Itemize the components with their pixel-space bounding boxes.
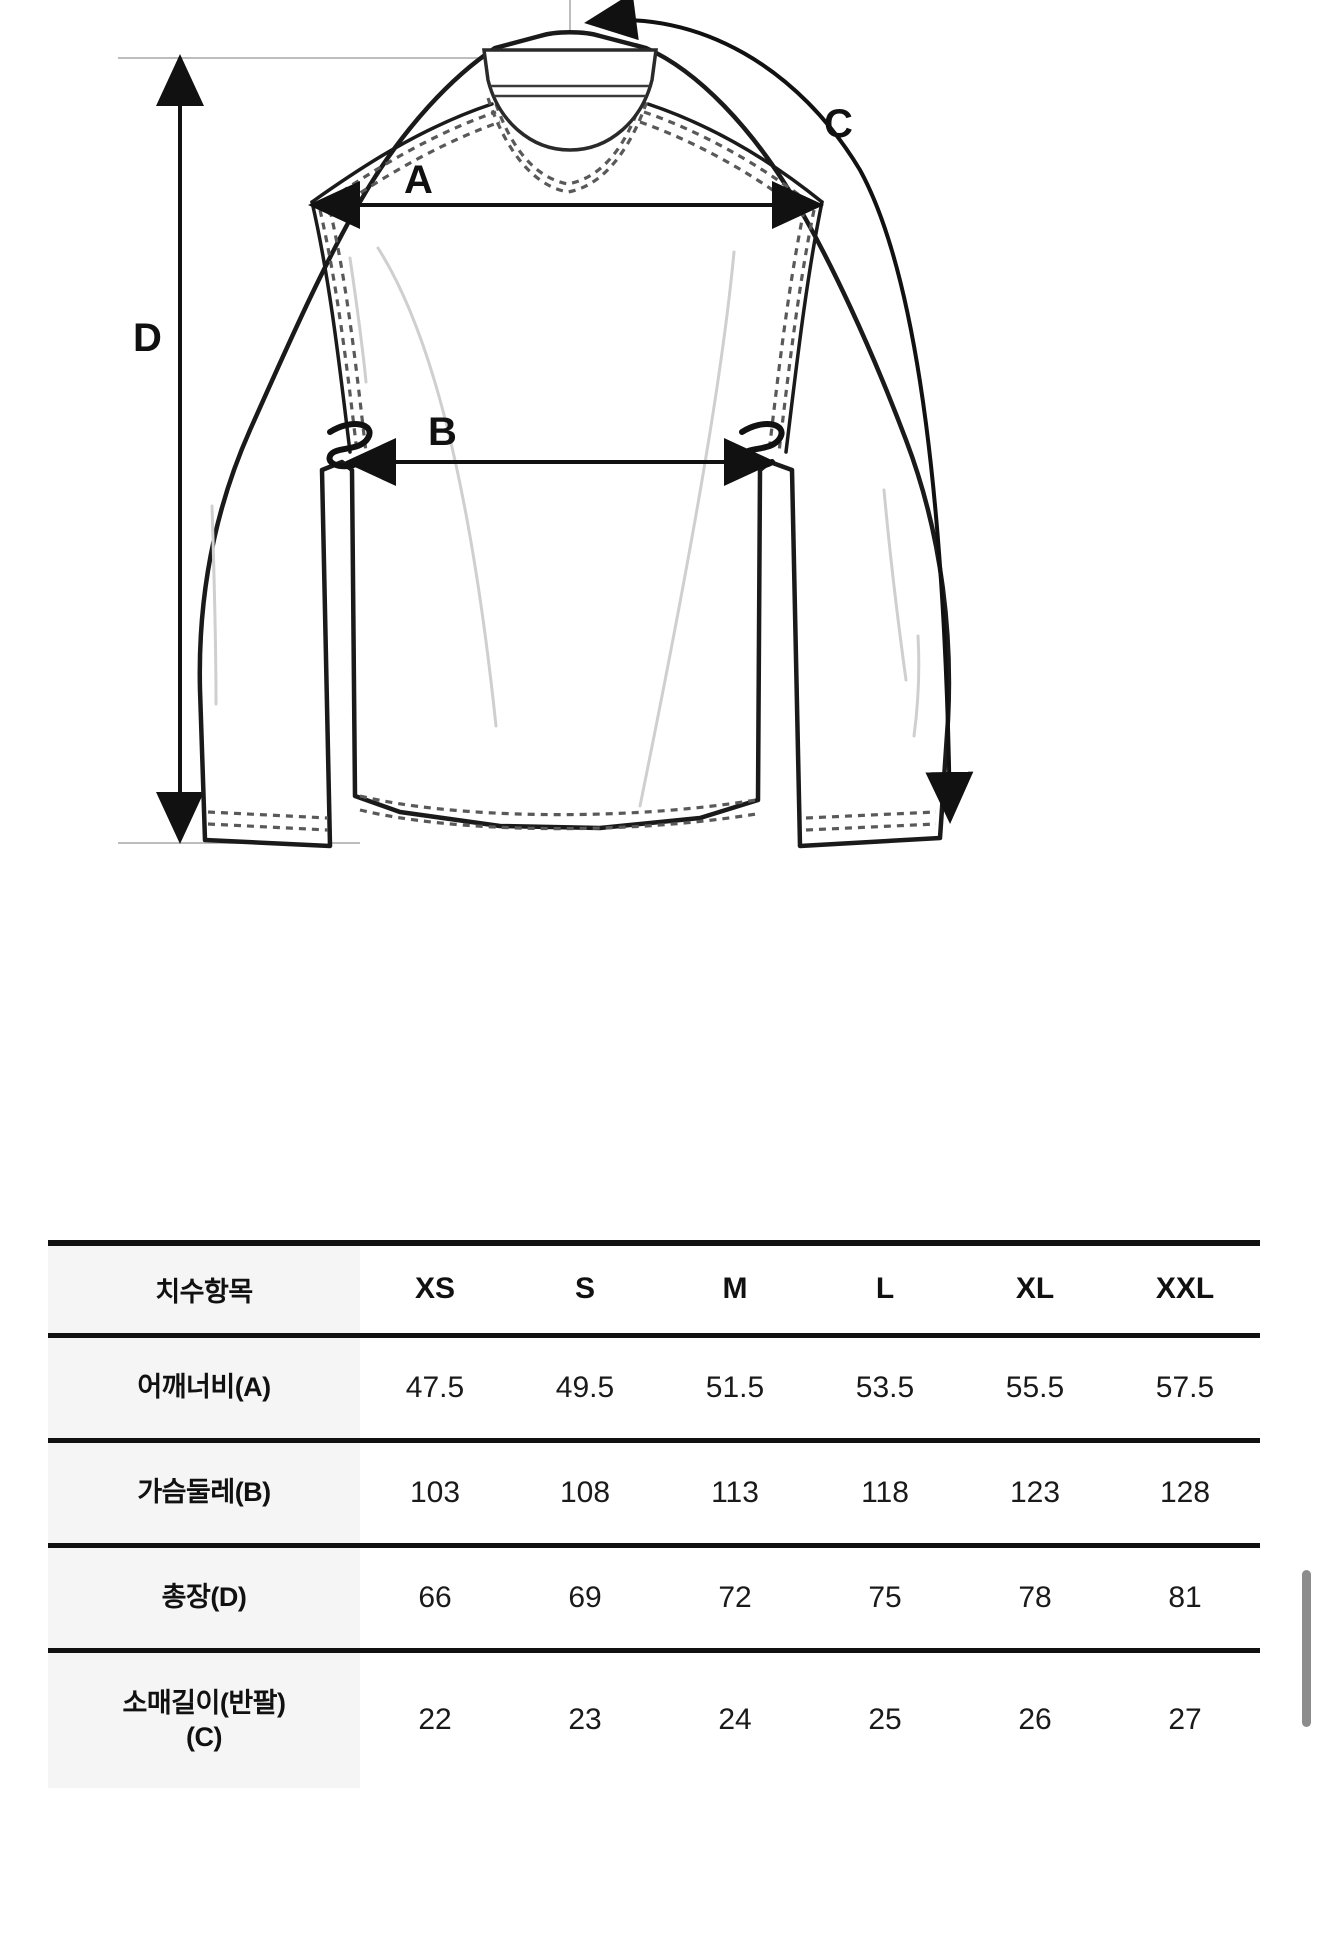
size-chart-table-wrap: 치수항목 XS S M L XL XXL 어깨너비(A) 47.5 49.5 5… bbox=[48, 1240, 1260, 1788]
cell-sleeve-s: 23 bbox=[510, 1650, 660, 1788]
header-size-m: M bbox=[660, 1243, 810, 1335]
cell-chest-xl: 123 bbox=[960, 1440, 1110, 1545]
cell-shoulder-m: 51.5 bbox=[660, 1335, 810, 1440]
cell-shoulder-xl: 55.5 bbox=[960, 1335, 1110, 1440]
cell-length-l: 75 bbox=[810, 1545, 960, 1650]
table-row: 소매길이(반팔) (C) 22 23 24 25 26 27 bbox=[48, 1650, 1260, 1788]
row-label-shoulder: 어깨너비(A) bbox=[48, 1335, 360, 1440]
cell-shoulder-s: 49.5 bbox=[510, 1335, 660, 1440]
header-measure-item: 치수항목 bbox=[48, 1243, 360, 1335]
cell-sleeve-l: 25 bbox=[810, 1650, 960, 1788]
cell-length-xl: 78 bbox=[960, 1545, 1110, 1650]
dimension-label-b: B bbox=[428, 410, 457, 454]
cell-chest-xxl: 128 bbox=[1110, 1440, 1260, 1545]
header-size-xs: XS bbox=[360, 1243, 510, 1335]
garment-outline bbox=[197, 30, 952, 849]
garment-diagram-svg bbox=[118, 0, 974, 849]
row-label-sleeve: 소매길이(반팔) (C) bbox=[48, 1650, 360, 1788]
cell-length-m: 72 bbox=[660, 1545, 810, 1650]
table-row: 가슴둘레(B) 103 108 113 118 123 128 bbox=[48, 1440, 1260, 1545]
header-size-s: S bbox=[510, 1243, 660, 1335]
cell-shoulder-l: 53.5 bbox=[810, 1335, 960, 1440]
header-size-xl: XL bbox=[960, 1243, 1110, 1335]
row-label-sleeve-line1: 소매길이(반팔) bbox=[122, 1687, 286, 1718]
table-row: 어깨너비(A) 47.5 49.5 51.5 53.5 55.5 57.5 bbox=[48, 1335, 1260, 1440]
dimension-c bbox=[584, 0, 974, 824]
row-label-length: 총장(D) bbox=[48, 1545, 360, 1650]
cell-sleeve-xxl: 27 bbox=[1110, 1650, 1260, 1788]
cell-sleeve-xl: 26 bbox=[960, 1650, 1110, 1788]
cell-chest-m: 113 bbox=[660, 1440, 810, 1545]
cell-sleeve-xs: 22 bbox=[360, 1650, 510, 1788]
cell-sleeve-m: 24 bbox=[660, 1650, 810, 1788]
cell-shoulder-xxl: 57.5 bbox=[1110, 1335, 1260, 1440]
header-size-xxl: XXL bbox=[1110, 1243, 1260, 1335]
row-label-chest: 가슴둘레(B) bbox=[48, 1440, 360, 1545]
cell-chest-s: 108 bbox=[510, 1440, 660, 1545]
row-label-sleeve-line2: (C) bbox=[186, 1722, 222, 1753]
garment-diagram: A B C D bbox=[118, 0, 974, 849]
cell-length-s: 69 bbox=[510, 1545, 660, 1650]
header-size-l: L bbox=[810, 1243, 960, 1335]
dimension-label-a: A bbox=[404, 158, 433, 202]
size-chart-table: 치수항목 XS S M L XL XXL 어깨너비(A) 47.5 49.5 5… bbox=[48, 1240, 1260, 1788]
cell-chest-l: 118 bbox=[810, 1440, 960, 1545]
cell-chest-xs: 103 bbox=[360, 1440, 510, 1545]
scrollbar-thumb[interactable] bbox=[1302, 1570, 1311, 1727]
dimension-label-d: D bbox=[133, 316, 162, 360]
dimension-label-c: C bbox=[824, 102, 853, 146]
table-row: 총장(D) 66 69 72 75 78 81 bbox=[48, 1545, 1260, 1650]
cell-length-xs: 66 bbox=[360, 1545, 510, 1650]
cell-length-xxl: 81 bbox=[1110, 1545, 1260, 1650]
cell-shoulder-xs: 47.5 bbox=[360, 1335, 510, 1440]
table-header-row: 치수항목 XS S M L XL XXL bbox=[48, 1243, 1260, 1335]
